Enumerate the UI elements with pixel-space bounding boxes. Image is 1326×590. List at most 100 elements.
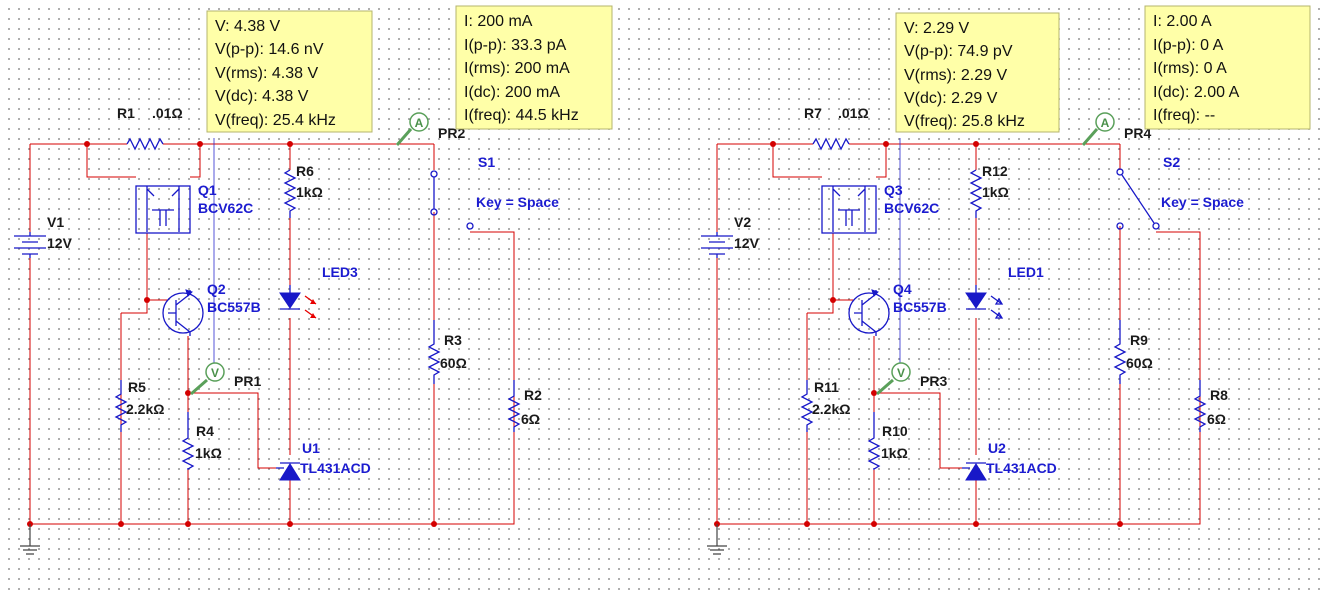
led1-symbol[interactable] bbox=[965, 285, 1004, 319]
u1-tl431-symbol[interactable] bbox=[276, 462, 301, 481]
resistor-r11-symbol[interactable] bbox=[800, 380, 814, 432]
led3-symbol[interactable] bbox=[279, 285, 317, 319]
resistor-r4-symbol[interactable] bbox=[181, 412, 195, 471]
r3-ref-label: R3 bbox=[444, 332, 462, 348]
r8-value-label: 6Ω bbox=[1207, 411, 1226, 427]
q2-part-label: BC557B bbox=[207, 299, 261, 315]
readout-line: I(p-p): 0 A bbox=[1153, 37, 1224, 54]
r8-ref-label: R8 bbox=[1210, 387, 1228, 403]
resistor-r2-symbol[interactable] bbox=[507, 380, 521, 432]
resistor-r12-symbol[interactable] bbox=[969, 169, 983, 218]
v2-value-label: 12V bbox=[734, 235, 760, 251]
r7-ref-label: R7 bbox=[804, 105, 822, 121]
v1-value-label: 12V bbox=[47, 235, 73, 251]
readout-line: I(rms): 0 A bbox=[1153, 60, 1227, 77]
readout-line: I(p-p): 33.3 pA bbox=[464, 37, 567, 54]
ammeter-probe-pr4[interactable]: A bbox=[1081, 112, 1115, 146]
resistor-r8-symbol[interactable] bbox=[1193, 380, 1207, 432]
s2-ref-label: S2 bbox=[1163, 154, 1180, 170]
r12-value-label: 1kΩ bbox=[982, 184, 1009, 200]
resistor-r3-symbol[interactable] bbox=[427, 320, 441, 384]
q2-ref-label: Q2 bbox=[207, 281, 226, 297]
transistor-q2-symbol[interactable] bbox=[162, 289, 204, 336]
r4-value-label: 1kΩ bbox=[195, 445, 222, 461]
r11-ref-label: R11 bbox=[814, 379, 839, 395]
q1-part-label: BCV62C bbox=[198, 200, 253, 216]
resistor-r7-symbol[interactable] bbox=[812, 137, 850, 151]
r4-ref-label: R4 bbox=[196, 423, 214, 439]
q3-ref-label: Q3 bbox=[884, 182, 903, 198]
v2-ref-label: V2 bbox=[734, 214, 751, 230]
r10-value-label: 1kΩ bbox=[881, 445, 908, 461]
battery-v2-symbol[interactable] bbox=[701, 232, 733, 258]
readout-line: V(dc): 4.38 V bbox=[215, 88, 309, 105]
q4-part-label: BC557B bbox=[893, 299, 947, 315]
switch-s1-symbol[interactable] bbox=[430, 170, 474, 230]
voltmeter-probe-pr1[interactable]: V bbox=[190, 138, 225, 396]
s1-key-label: Key = Space bbox=[476, 194, 559, 210]
readout-line: I: 2.00 A bbox=[1153, 13, 1212, 30]
resistor-r1-symbol[interactable] bbox=[126, 137, 164, 151]
readout-line: I(freq): -- bbox=[1153, 107, 1215, 124]
junctions bbox=[714, 141, 1123, 527]
q3-part-label: BCV62C bbox=[884, 200, 939, 216]
current-readout-pr2: I: 200 mA I(p-p): 33.3 pA I(rms): 200 mA… bbox=[455, 5, 613, 130]
voltmeter-probe-pr3[interactable]: V bbox=[876, 138, 911, 396]
r10-ref-label: R10 bbox=[882, 423, 908, 439]
u2-ref-label: U2 bbox=[988, 440, 1006, 456]
r7-value-label: .01Ω bbox=[838, 105, 869, 121]
wires bbox=[29, 143, 515, 525]
current-readout-pr4: I: 2.00 A I(p-p): 0 A I(rms): 0 A I(dc):… bbox=[1144, 5, 1311, 130]
readout-line: I: 200 mA bbox=[464, 13, 533, 30]
s2-key-label: Key = Space bbox=[1161, 194, 1244, 210]
u1-part-label: TL431ACD bbox=[300, 460, 371, 476]
r1-value-label: .01Ω bbox=[152, 105, 183, 121]
wires bbox=[716, 143, 1201, 525]
readout-line: I(dc): 200 mA bbox=[464, 84, 560, 101]
readout-line: V(freq): 25.4 kHz bbox=[215, 112, 336, 129]
resistor-r6-symbol[interactable] bbox=[283, 169, 297, 218]
r2-value-label: 6Ω bbox=[521, 411, 540, 427]
battery-v1-symbol[interactable] bbox=[14, 232, 46, 258]
r5-value-label: 2.2kΩ bbox=[126, 401, 164, 417]
voltage-readout-pr3: V: 2.29 V V(p-p): 74.9 pV V(rms): 2.29 V… bbox=[895, 12, 1060, 133]
resistor-r9-symbol[interactable] bbox=[1113, 320, 1127, 384]
junctions bbox=[27, 141, 437, 527]
q1-ref-label: Q1 bbox=[198, 182, 217, 198]
pr3-ref-label: PR3 bbox=[920, 373, 947, 389]
voltage-readout-pr1: V: 4.38 V V(p-p): 14.6 nV V(rms): 4.38 V… bbox=[206, 10, 373, 133]
switch-s2-symbol[interactable] bbox=[1116, 168, 1160, 230]
readout-line: V(rms): 2.29 V bbox=[904, 67, 1007, 84]
r1-ref-label: R1 bbox=[117, 105, 135, 121]
ammeter-probe-symbol: A bbox=[1101, 116, 1110, 130]
u2-tl431-symbol[interactable] bbox=[962, 462, 987, 481]
r6-value-label: 1kΩ bbox=[296, 184, 323, 200]
transistor-q1-symbol[interactable] bbox=[135, 185, 191, 234]
ground-left-symbol bbox=[20, 524, 40, 555]
ammeter-probe-symbol: A bbox=[415, 116, 424, 130]
ammeter-probe-pr2[interactable]: A bbox=[395, 112, 429, 146]
transistor-q4-symbol[interactable] bbox=[848, 289, 890, 336]
s1-ref-label: S1 bbox=[478, 154, 495, 170]
v1-ref-label: V1 bbox=[47, 214, 64, 230]
readout-line: I(dc): 2.00 A bbox=[1153, 84, 1240, 101]
voltmeter-probe-symbol: V bbox=[211, 366, 219, 380]
led1-ref-label: LED1 bbox=[1008, 264, 1044, 280]
r9-value-label: 60Ω bbox=[1126, 355, 1153, 371]
ground-right-symbol bbox=[707, 524, 727, 555]
r3-value-label: 60Ω bbox=[440, 355, 467, 371]
voltmeter-probe-symbol: V bbox=[897, 366, 905, 380]
resistor-r10-symbol[interactable] bbox=[867, 412, 881, 471]
r9-ref-label: R9 bbox=[1130, 332, 1148, 348]
r2-ref-label: R2 bbox=[524, 387, 542, 403]
transistor-q3-symbol[interactable] bbox=[821, 185, 877, 234]
readout-line: V: 4.38 V bbox=[215, 18, 281, 35]
resistor-r5-symbol[interactable] bbox=[114, 380, 128, 432]
pr1-ref-label: PR1 bbox=[234, 373, 261, 389]
q4-ref-label: Q4 bbox=[893, 281, 912, 297]
r6-ref-label: R6 bbox=[296, 163, 314, 179]
readout-line: V(p-p): 14.6 nV bbox=[215, 41, 324, 58]
led3-ref-label: LED3 bbox=[322, 264, 358, 280]
readout-line: V(rms): 4.38 V bbox=[215, 65, 318, 82]
